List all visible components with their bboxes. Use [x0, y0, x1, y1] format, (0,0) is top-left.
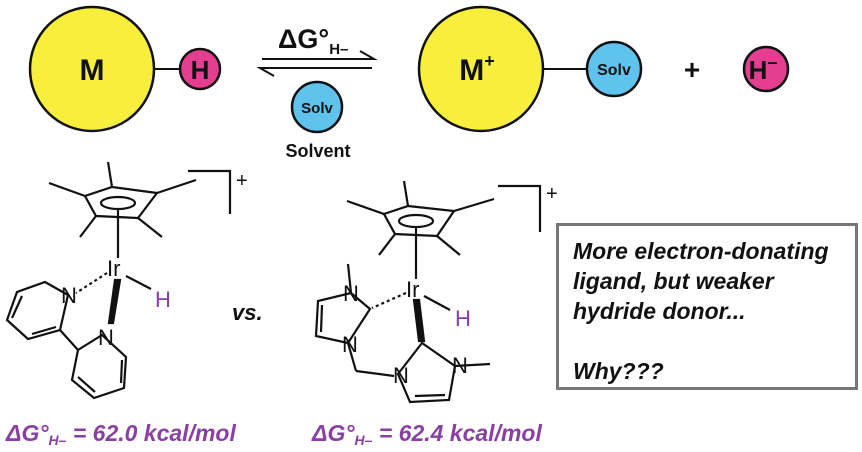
left-complex-labels: Ir H N N + [61, 170, 248, 350]
left-energy-label: ΔG°H– = 62.0 kcal/mol [6, 420, 236, 448]
question-callout: More electron-donating ligand, but weake… [556, 223, 858, 390]
callout-line-3: hydride donor... [573, 298, 746, 324]
right-energy-label: ΔG°H– = 62.4 kcal/mol [312, 420, 542, 448]
hydride-anion-label: H– [749, 52, 778, 85]
left-n-bottom-label: N [98, 325, 114, 350]
product-metal-label: M+ [459, 51, 495, 87]
right-n4-label: N [452, 353, 468, 378]
plus-sign: + [684, 54, 700, 85]
reactant-m-h: M H [28, 5, 222, 133]
left-charge-label: + [236, 170, 248, 192]
right-n1-label: N [343, 281, 359, 306]
right-charge-label: + [546, 183, 558, 205]
callout-line-1: More electron-donating [573, 238, 829, 264]
right-n2-label: N [342, 332, 358, 357]
metal-label: M [80, 54, 105, 87]
callout-line-4: Why??? [573, 358, 664, 384]
left-complex [5, 161, 232, 400]
product-metal-circle [417, 5, 545, 133]
left-h-label: H [155, 287, 171, 312]
metal-circle [28, 5, 156, 133]
product-solvent-circle [585, 40, 643, 98]
hydride-label: H [191, 55, 210, 85]
versus-label: vs. [232, 300, 263, 325]
hydride-anion: H– [742, 45, 790, 93]
right-ir-label: Ir [406, 277, 419, 302]
left-ir-label: Ir [107, 256, 120, 281]
hydride-circle [178, 47, 222, 91]
product-solvent-label: Solv [597, 62, 631, 79]
callout-spacer [573, 326, 841, 356]
callout-line-2: ligand, but weaker [573, 268, 774, 294]
product-m-solv: M+ Solv [417, 5, 643, 133]
right-n3-label: N [393, 363, 409, 388]
left-n-top-label: N [61, 283, 77, 308]
right-h-label: H [455, 306, 471, 331]
right-complex [314, 180, 542, 404]
hydride-anion-circle [742, 45, 790, 93]
solvent-caption: Solvent [285, 141, 350, 161]
solvent-circle [290, 80, 344, 134]
solvent-circle-label: Solv [301, 100, 333, 117]
right-complex-labels: Ir H N N N N + [342, 183, 558, 388]
arrow-label: ΔG°H– [278, 24, 348, 58]
equilibrium-arrow: ΔG°H– Solv Solvent [256, 24, 378, 161]
